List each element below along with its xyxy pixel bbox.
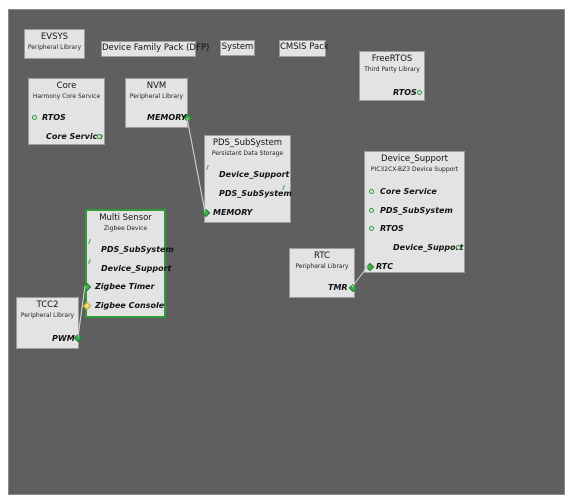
nvm-component[interactable]: NVM Peripheral Library MEMORY <box>125 78 193 128</box>
component-title: Device_Support <box>381 154 448 164</box>
rtos-connector-icon[interactable] <box>369 226 374 231</box>
rtos-port-label: RTOS <box>42 113 66 122</box>
component-subtitle: Peripheral Library <box>27 44 82 51</box>
component-title: CMSIS Pack <box>280 42 329 52</box>
rtc-port-label: RTC <box>376 262 394 271</box>
component-subtitle: Peripheral Library <box>129 93 184 100</box>
rtos-port-label: RTOS <box>393 88 417 97</box>
component-title: FreeRTOS <box>371 54 413 64</box>
tcc2-component[interactable]: TCC2 Peripheral Library PWM <box>16 297 83 349</box>
zigbee-timer-port-label: Zigbee Timer <box>95 282 155 291</box>
evsys-component[interactable]: EVSYS Peripheral Library <box>24 29 85 59</box>
cmsis-component[interactable]: CMSIS Pack <box>279 40 329 57</box>
component-subtitle: Persistant Data Storage <box>211 150 284 157</box>
component-subtitle: Peripheral Library <box>295 263 349 270</box>
pds-subsystem-port-label: PDS_SubSystem <box>219 189 292 198</box>
device-support-connector-icon[interactable] <box>88 258 91 265</box>
component-title: PDS_SubSystem <box>212 138 283 148</box>
memory-port-label: MEMORY <box>213 208 253 217</box>
component-title: RTC <box>314 251 330 261</box>
pds-subsystem-port-label: PDS_SubSystem <box>380 206 453 215</box>
device-support-component[interactable]: Device_Support PIC32CX-BZ3 Device Suppor… <box>364 151 465 273</box>
device-support-port-label: Device_Support <box>101 264 172 273</box>
component-title: Core <box>56 81 77 91</box>
core-service-port-label: Core Service <box>380 187 437 196</box>
device-support-port-label: Device_Support <box>219 170 290 179</box>
core-service-connector-icon[interactable] <box>97 134 102 139</box>
dfp-component[interactable]: Device Family Pack (DFP) <box>101 41 210 57</box>
rtc-connector-icon[interactable] <box>365 262 375 272</box>
component-subtitle: Peripheral Library <box>20 312 75 319</box>
zigbee-console-port-label: Zigbee Console <box>95 301 165 310</box>
memory-port-label: MEMORY <box>147 113 187 122</box>
rtos-port-label: RTOS <box>380 224 404 233</box>
device-support-connector-icon[interactable] <box>206 164 209 171</box>
core-component[interactable]: Core Harmony Core Service RTOS Core Serv… <box>28 78 105 145</box>
pds-subsystem-connector-icon[interactable] <box>369 208 374 213</box>
zigbee-timer-connector-icon[interactable] <box>82 282 92 292</box>
component-subtitle: Harmony Core Service <box>32 93 101 100</box>
multi-sensor-component[interactable]: Multi Sensor Zigbee Device PDS_SubSystem… <box>82 209 174 318</box>
core-service-connector-icon[interactable] <box>369 189 374 194</box>
core-service-port-label: Core Service <box>46 132 103 141</box>
memory-connector-icon[interactable] <box>201 208 211 218</box>
tmr-port-label: TMR <box>328 283 348 292</box>
rtos-connector-icon[interactable] <box>417 90 422 95</box>
system-component[interactable]: System <box>220 40 255 56</box>
component-subtitle: Zigbee Device <box>103 225 148 232</box>
component-title: EVSYS <box>40 32 69 42</box>
component-subtitle: Third Party Library <box>364 66 420 73</box>
component-title: System <box>221 42 254 52</box>
component-title: NVM <box>146 81 167 91</box>
component-title: Multi Sensor <box>99 213 152 223</box>
rtc-component[interactable]: RTC Peripheral Library TMR <box>289 248 358 298</box>
device-support-port-label: Device_Support <box>393 243 464 252</box>
component-title: TCC2 <box>36 300 59 310</box>
pds-subsystem-component[interactable]: PDS_SubSystem Persistant Data Storage De… <box>201 135 292 223</box>
pds-subsystem-port-label: PDS_SubSystem <box>101 245 174 254</box>
rtos-connector-icon[interactable] <box>32 115 37 120</box>
pds-subsystem-connector-icon[interactable] <box>88 238 91 245</box>
zigbee-console-connector-icon[interactable] <box>82 301 92 311</box>
freertos-component[interactable]: FreeRTOS Third Party Library RTOS <box>359 51 425 101</box>
component-title: Device Family Pack (DFP) <box>102 43 210 53</box>
component-subtitle: PIC32CX-BZ3 Device Support <box>370 166 459 173</box>
pwm-port-label: PWM <box>52 334 75 343</box>
device-support-connector-icon[interactable] <box>456 245 461 250</box>
